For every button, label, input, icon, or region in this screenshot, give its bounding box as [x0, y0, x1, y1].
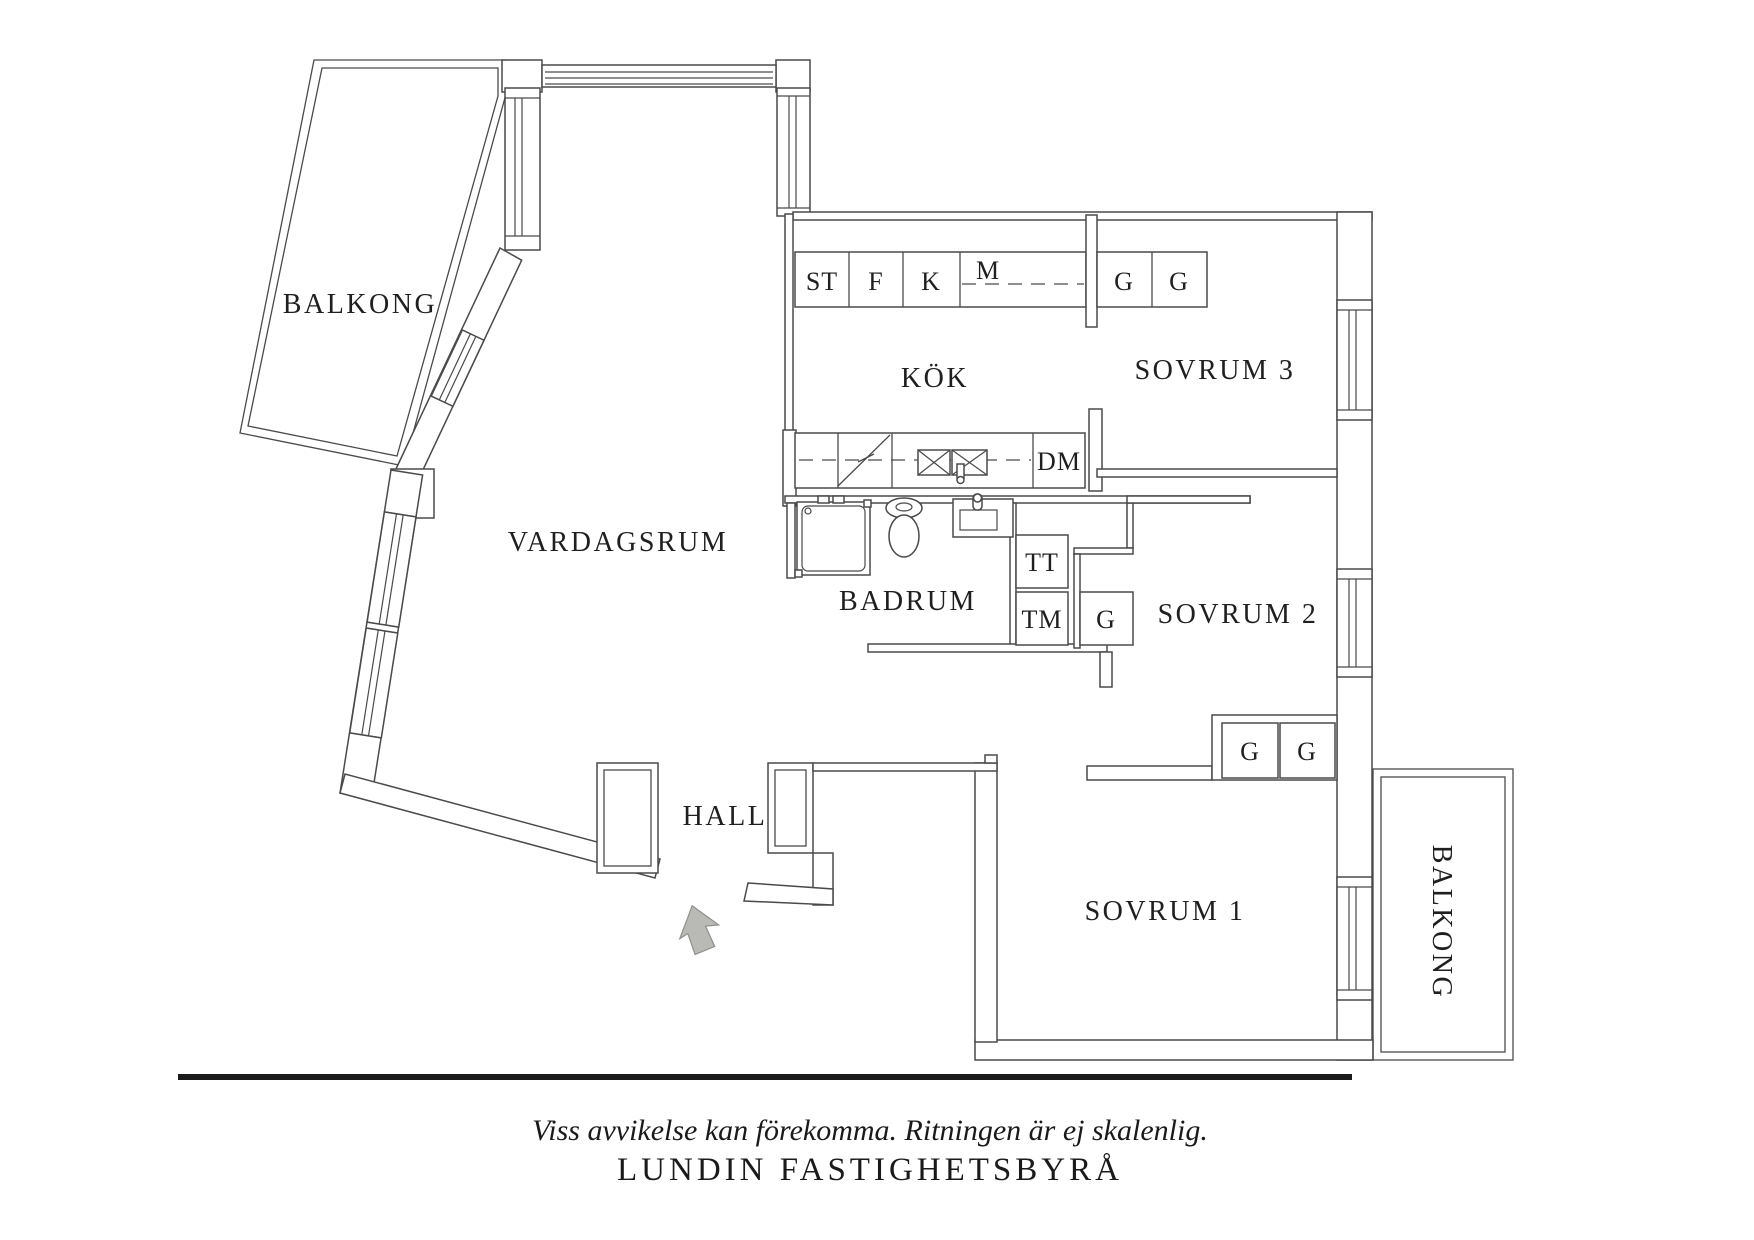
cabinet-g-sovrum1-1: G [1240, 737, 1260, 766]
footer-disclaimer: Viss avvikelse kan förekomma. Ritningen … [532, 1114, 1208, 1147]
room-label-balkong-right: BALKONG [1426, 845, 1457, 999]
cabinet-g-sovrum2: G [1096, 605, 1116, 634]
balcony-right [1372, 768, 1514, 1061]
cabinet-g-kok-1: G [1114, 267, 1134, 296]
shower-icon [794, 495, 872, 578]
vardagsrum-north-window [501, 59, 811, 251]
bathroom [784, 493, 1251, 688]
cabinet-g-sovrum1-2: G [1297, 737, 1317, 766]
cabinet-st: ST [806, 267, 838, 296]
cabinet-k: K [921, 267, 941, 296]
room-label-kok: KÖK [901, 363, 969, 394]
hall-walls [596, 754, 998, 906]
cabinet-dm: DM [1037, 447, 1081, 476]
west-wall-upper [394, 246, 523, 485]
footer-divider [178, 1074, 1352, 1080]
cabinet-tt: TT [1025, 548, 1059, 577]
room-label-sovrum3: SOVRUM 3 [1135, 355, 1296, 386]
washbasin-icon [952, 493, 1014, 538]
cabinet-m: M [976, 256, 1000, 285]
footer-brand: LUNDIN FASTIGHETSBYRÅ [617, 1151, 1123, 1188]
cabinet-f: F [868, 267, 883, 296]
exterior-walls [792, 211, 1374, 1061]
room-label-vardagsrum: VARDAGSRUM [508, 527, 729, 558]
kitchen-sink-icon [917, 449, 988, 485]
kitchen [782, 213, 1208, 507]
room-label-sovrum1: SOVRUM 1 [1085, 896, 1246, 927]
west-wall-lower [339, 468, 661, 879]
room-label-badrum: BADRUM [839, 586, 977, 617]
room-label-balkong-left: BALKONG [283, 289, 437, 320]
entry-arrow-icon [678, 904, 721, 956]
room-label-sovrum2: SOVRUM 2 [1158, 599, 1319, 630]
balcony-left [239, 59, 507, 467]
cabinet-g-kok-2: G [1169, 267, 1189, 296]
room-label-hall: HALL [683, 801, 768, 832]
cabinet-tm: TM [1022, 605, 1063, 634]
bedroom-walls [1086, 468, 1338, 781]
toilet-icon [885, 497, 923, 558]
